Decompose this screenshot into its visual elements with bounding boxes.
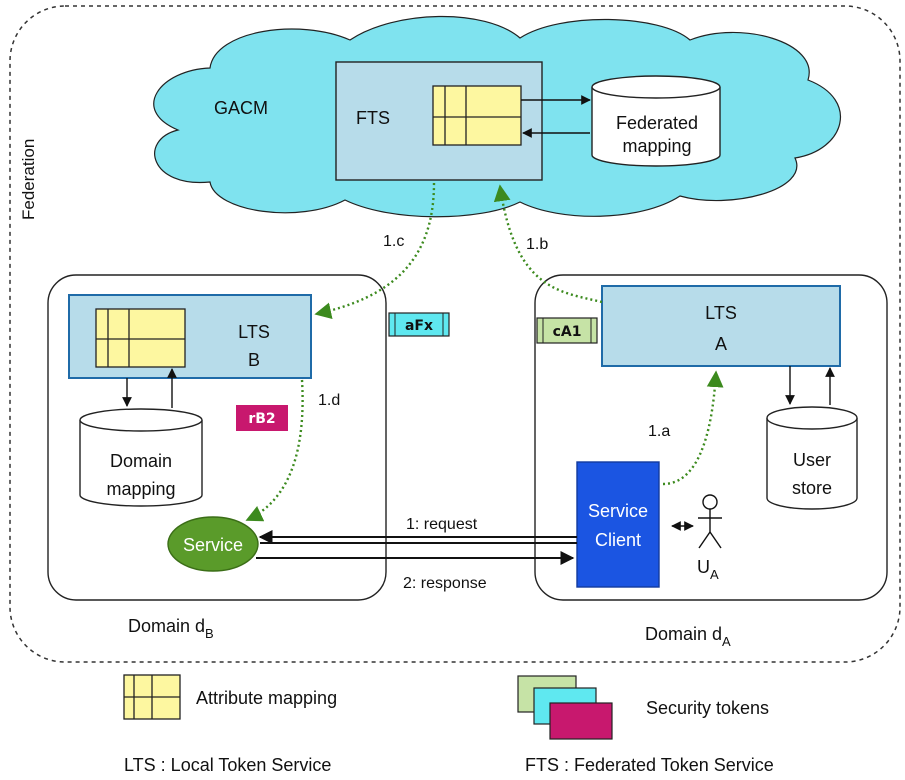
service-client-line1: Service bbox=[588, 501, 648, 521]
fts-label: FTS bbox=[356, 108, 390, 128]
fts-attribute-mapping-icon bbox=[432, 85, 522, 146]
lts-b-attribute-mapping-icon bbox=[95, 308, 186, 368]
token-rb2-label: rB2 bbox=[248, 411, 275, 427]
domain-b-label: Domain dB bbox=[128, 616, 214, 641]
federated-mapping-cylinder bbox=[591, 75, 721, 167]
flow-1d-label: 1.d bbox=[318, 392, 340, 409]
legend-attribute-mapping-label: Attribute mapping bbox=[196, 688, 337, 708]
service-client-box bbox=[576, 461, 660, 588]
user-label: UA bbox=[697, 557, 719, 582]
service-client-line2: Client bbox=[595, 530, 641, 550]
legend-fts-definition: FTS : Federated Token Service bbox=[525, 755, 774, 775]
gacm-label: GACM bbox=[214, 98, 268, 118]
federated-mapping-line2: mapping bbox=[622, 136, 691, 156]
flow-1c-label: 1.c bbox=[383, 233, 404, 250]
legend-attribute-mapping-icon bbox=[123, 674, 181, 720]
user-icon bbox=[698, 494, 722, 549]
token-rb2 bbox=[236, 405, 288, 431]
domain-a-label: Domain dA bbox=[645, 624, 731, 649]
user-store-line2: store bbox=[792, 478, 832, 498]
flow-1b-arrow bbox=[493, 184, 603, 304]
service-label: Service bbox=[183, 535, 243, 555]
flow-1a-arrow bbox=[662, 370, 724, 486]
user-store-cylinder bbox=[766, 406, 858, 510]
flow-1c-arrow bbox=[314, 182, 436, 320]
federation-boundary bbox=[9, 5, 901, 663]
lts-b-line2: B bbox=[248, 350, 260, 370]
token-afx bbox=[388, 312, 450, 337]
lts-a-line2: A bbox=[715, 334, 727, 354]
legend-lts-definition: LTS : Local Token Service bbox=[124, 755, 331, 775]
token-ca1-label: cA1 bbox=[553, 324, 582, 340]
federated-mapping-line1: Federated bbox=[616, 113, 698, 133]
flow-1a-label: 1.a bbox=[648, 423, 670, 440]
lts-a-box bbox=[601, 285, 841, 367]
token-afx-label: aFx bbox=[405, 318, 433, 334]
legend-security-tokens-icon bbox=[517, 675, 613, 740]
lts-a-line1: LTS bbox=[705, 303, 737, 323]
domain-mapping-line1: Domain bbox=[110, 451, 172, 471]
domain-mapping-line2: mapping bbox=[106, 479, 175, 499]
domain-mapping-cylinder bbox=[79, 408, 203, 507]
federation-label: Federation bbox=[19, 139, 38, 220]
token-ca1 bbox=[536, 317, 598, 344]
lts-b-line1: LTS bbox=[238, 322, 270, 342]
flow-1b-label: 1.b bbox=[526, 236, 548, 253]
user-store-line1: User bbox=[793, 450, 831, 470]
legend-security-tokens-label: Security tokens bbox=[646, 698, 769, 718]
request-label: 1: request bbox=[406, 516, 478, 533]
response-label: 2: response bbox=[403, 575, 487, 592]
service-node bbox=[167, 516, 259, 572]
